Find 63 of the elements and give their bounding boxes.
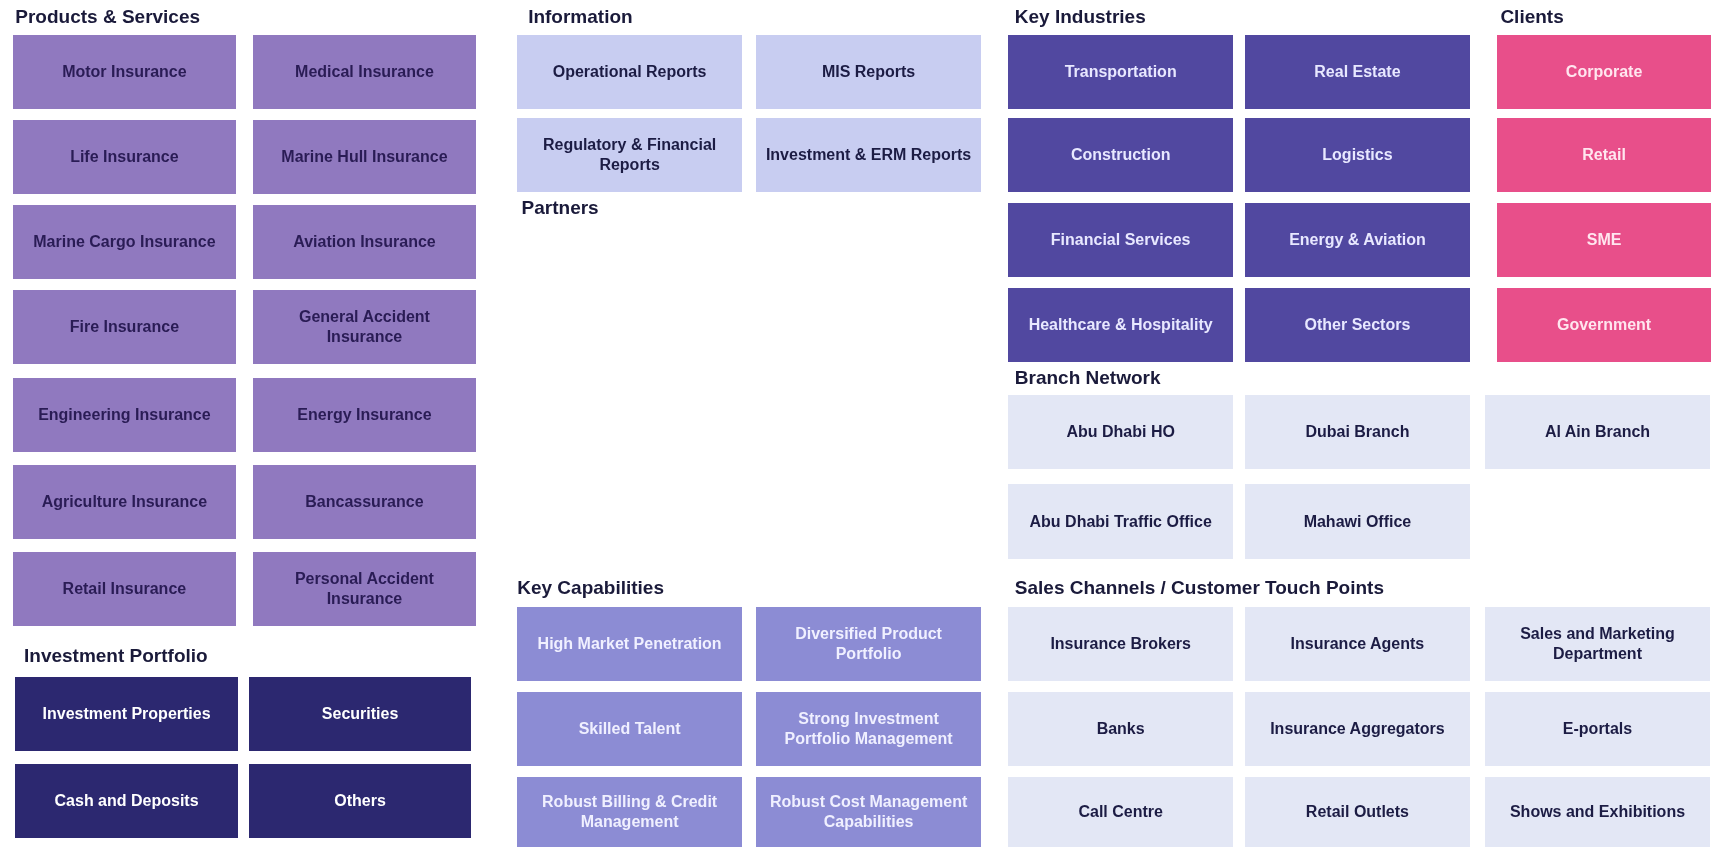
category-box: Other Sectors <box>1245 288 1470 363</box>
section-heading: Key Capabilities <box>517 578 664 598</box>
section-heading: Clients <box>1500 6 1564 26</box>
category-box: Energy Insurance <box>253 377 476 452</box>
category-box: Abu Dhabi Traffic Office <box>1008 484 1234 559</box>
category-box: Banks <box>1008 691 1234 766</box>
category-box: Mahawi Office <box>1245 484 1470 559</box>
category-box: Personal Accident Insurance <box>253 552 476 627</box>
category-box: Operational Reports <box>517 34 742 110</box>
category-box: Bancassurance <box>253 464 476 540</box>
section-heading: Partners <box>521 197 599 217</box>
section-heading: Products & Services <box>15 6 201 26</box>
category-box: Cash and Deposits <box>15 763 238 838</box>
category-box: Marine Hull Insurance <box>253 120 476 195</box>
category-box: Marine Cargo Insurance <box>13 205 236 280</box>
category-box: Insurance Agents <box>1245 606 1470 681</box>
category-box: Corporate <box>1497 34 1711 110</box>
category-box: Retail Insurance <box>13 552 236 627</box>
category-box: Aviation Insurance <box>253 205 476 280</box>
category-box: Retail Outlets <box>1245 776 1470 847</box>
section-heading: Key Industries <box>1014 6 1146 26</box>
category-box: Insurance Brokers <box>1008 606 1234 681</box>
category-box: Abu Dhabi HO <box>1008 395 1234 470</box>
category-box: Financial Services <box>1008 202 1234 278</box>
category-box: General Accident Insurance <box>253 290 476 365</box>
category-box: Dubai Branch <box>1245 395 1470 470</box>
section-heading: Branch Network <box>1014 367 1161 387</box>
category-box: Logistics <box>1245 117 1470 193</box>
category-box: Shows and Exhibitions <box>1485 776 1710 847</box>
category-box: Healthcare & Hospitality <box>1008 288 1234 363</box>
category-box: E-portals <box>1485 691 1710 766</box>
category-box: SME <box>1497 202 1711 278</box>
category-box: Construction <box>1008 117 1234 193</box>
category-box: Transportation <box>1008 34 1234 110</box>
section-heading: Investment Portfolio <box>24 646 208 665</box>
category-box: Al Ain Branch <box>1485 395 1710 470</box>
section-heading: Information <box>528 6 633 26</box>
category-box: Life Insurance <box>13 120 236 195</box>
category-box: High Market Penetration <box>517 606 742 681</box>
category-box: Energy & Aviation <box>1245 202 1470 278</box>
category-box: Sales and Marketing Department <box>1485 606 1710 681</box>
category-box: Skilled Talent <box>517 691 742 766</box>
category-box: MIS Reports <box>756 34 981 110</box>
section-heading: Sales Channels / Customer Touch Points <box>1014 578 1384 598</box>
category-box: Others <box>248 763 472 838</box>
category-box: Motor Insurance <box>13 34 236 110</box>
category-box: Robust Billing & Credit Management <box>517 776 742 847</box>
category-box: Securities <box>248 676 472 751</box>
category-box: Regulatory & Financial Reports <box>517 117 742 193</box>
category-box: Insurance Aggregators <box>1245 691 1470 766</box>
category-box: Call Centre <box>1008 776 1234 847</box>
category-box: Agriculture Insurance <box>13 464 236 540</box>
category-box: Strong Investment Portfolio Management <box>756 691 981 766</box>
category-box: Investment Properties <box>15 676 238 751</box>
category-box: Engineering Insurance <box>13 377 236 452</box>
category-box: Investment & ERM Reports <box>756 117 981 193</box>
category-box: Medical Insurance <box>253 34 476 110</box>
category-box: Retail <box>1497 117 1711 193</box>
category-box: Fire Insurance <box>13 290 236 365</box>
category-box: Robust Cost Management Capabilities <box>756 776 981 847</box>
category-box: Diversified Product Portfolio <box>756 606 981 681</box>
category-box: Real Estate <box>1245 34 1470 110</box>
category-box: Government <box>1497 288 1711 363</box>
